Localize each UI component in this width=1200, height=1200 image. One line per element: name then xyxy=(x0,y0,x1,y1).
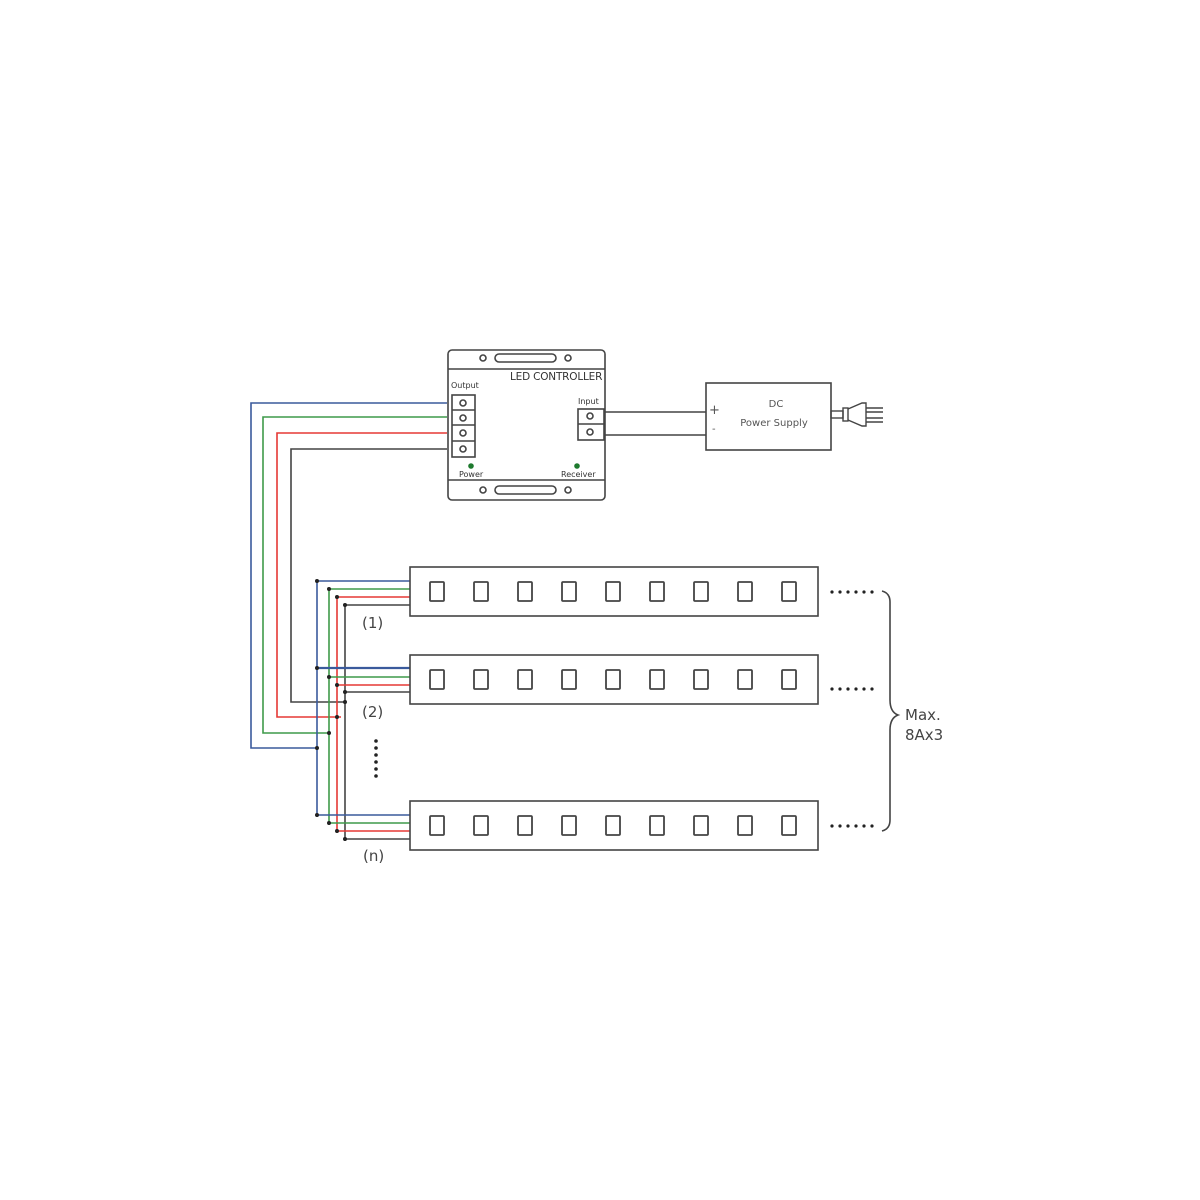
blue-wire xyxy=(250,402,447,749)
strip-1-label: (1) xyxy=(362,614,384,632)
minus-terminal-label: - xyxy=(712,424,716,435)
black-wire xyxy=(290,448,447,703)
strip-n-label: (n) xyxy=(363,847,385,865)
junction-dots xyxy=(315,579,347,841)
red-wire xyxy=(276,432,447,718)
max-current-label-line2: 8Ax3 xyxy=(905,726,944,744)
plug-icon xyxy=(830,402,883,427)
led-strip-1 xyxy=(409,566,819,617)
controller-title: LED CONTROLLER xyxy=(510,371,603,383)
rgb-wires xyxy=(250,402,447,841)
green-wire xyxy=(262,416,447,734)
plus-terminal-label: + xyxy=(709,403,720,418)
strip-2-label: (2) xyxy=(362,703,384,721)
dc-cable xyxy=(604,411,706,436)
max-current-label-line1: Max. xyxy=(905,706,941,724)
output-label: Output xyxy=(451,381,479,390)
led-strip-2 xyxy=(409,654,819,705)
power-supply-line1: DC xyxy=(768,399,784,410)
power-supply-box xyxy=(705,382,832,451)
power-led-icon xyxy=(468,463,474,469)
led-strip-n xyxy=(409,800,819,851)
receiver-led-icon xyxy=(574,463,580,469)
input-label: Input xyxy=(578,397,599,406)
curly-brace-icon xyxy=(881,590,901,832)
vertical-ellipsis xyxy=(374,739,378,778)
power-label: Power xyxy=(459,470,484,479)
receiver-label: Receiver xyxy=(561,470,596,479)
led-controller xyxy=(447,349,606,501)
continuation-dots xyxy=(830,590,874,828)
power-supply-line2: Power Supply xyxy=(740,418,808,429)
